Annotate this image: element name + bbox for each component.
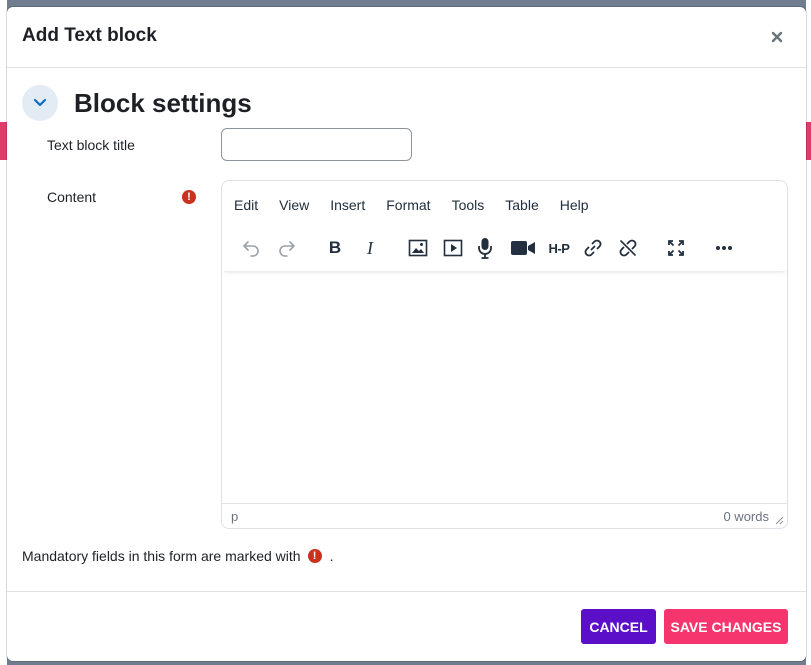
fullscreen-button[interactable] bbox=[661, 233, 691, 263]
bold-icon: B bbox=[328, 238, 342, 257]
more-icon bbox=[716, 246, 732, 250]
more-tools-button[interactable] bbox=[709, 233, 739, 263]
menu-table[interactable]: Table bbox=[505, 197, 539, 213]
insert-image-button[interactable] bbox=[403, 233, 433, 263]
background-banner-left bbox=[0, 122, 7, 160]
microphone-icon bbox=[478, 238, 492, 259]
content-editor: Edit View Insert Format Tools Table Help… bbox=[221, 180, 788, 529]
image-icon bbox=[408, 239, 428, 257]
modal-title: Add Text block bbox=[22, 25, 157, 46]
resize-handle-icon[interactable] bbox=[775, 516, 784, 525]
fullscreen-icon bbox=[668, 240, 684, 256]
unlink-icon bbox=[619, 239, 637, 257]
redo-icon bbox=[279, 241, 295, 257]
insert-media-button[interactable] bbox=[438, 233, 468, 263]
editor-menubar: Edit View Insert Format Tools Table Help bbox=[232, 197, 608, 213]
mandatory-fields-note: Mandatory fields in this form are marked… bbox=[22, 548, 333, 564]
h5p-icon: H-P bbox=[548, 240, 570, 256]
word-count[interactable]: 0 words bbox=[723, 509, 769, 524]
media-icon bbox=[443, 239, 463, 257]
menu-format[interactable]: Format bbox=[386, 197, 431, 213]
section-title: Block settings bbox=[74, 87, 252, 118]
required-icon: ! bbox=[307, 549, 322, 563]
mandatory-note-text: Mandatory fields in this form are marked… bbox=[22, 548, 301, 564]
menu-edit[interactable]: Edit bbox=[234, 197, 259, 213]
block-settings-header: Block settings bbox=[22, 85, 252, 121]
menu-insert[interactable]: Insert bbox=[330, 197, 366, 213]
link-icon bbox=[584, 239, 602, 257]
modal-footer: CANCEL SAVE CHANGES bbox=[7, 591, 806, 661]
redo-button[interactable] bbox=[272, 233, 302, 263]
background-page-strip-right bbox=[806, 0, 811, 665]
menu-view[interactable]: View bbox=[279, 197, 310, 213]
element-path[interactable]: p bbox=[231, 509, 239, 524]
undo-icon bbox=[243, 241, 259, 257]
menu-tools[interactable]: Tools bbox=[451, 197, 485, 213]
editor-toolbar: B I bbox=[222, 227, 787, 271]
chevron-down-icon bbox=[33, 98, 47, 107]
cancel-button[interactable]: CANCEL bbox=[581, 609, 656, 644]
close-icon bbox=[771, 31, 783, 43]
menu-help[interactable]: Help bbox=[559, 197, 589, 213]
close-button[interactable] bbox=[768, 25, 786, 47]
editor-content-area[interactable] bbox=[222, 271, 787, 503]
save-changes-button[interactable]: SAVE CHANGES bbox=[664, 609, 788, 644]
unlink-button[interactable] bbox=[613, 233, 643, 263]
content-label: Content bbox=[47, 189, 97, 205]
video-camera-icon bbox=[511, 241, 535, 255]
italic-button[interactable]: I bbox=[355, 233, 385, 263]
background-page-strip-left bbox=[0, 0, 7, 665]
mandatory-note-suffix: . bbox=[329, 548, 334, 564]
text-block-title-label: Text block title bbox=[47, 137, 135, 153]
modal-header: Add Text block bbox=[7, 7, 806, 68]
undo-button[interactable] bbox=[236, 233, 266, 263]
bold-button[interactable]: B bbox=[320, 233, 350, 263]
editor-statusbar: p 0 words bbox=[222, 503, 787, 528]
record-audio-button[interactable] bbox=[470, 233, 500, 263]
add-text-block-dialog: Add Text block Block settings Text block… bbox=[7, 7, 806, 661]
text-block-title-input[interactable] bbox=[221, 128, 412, 161]
insert-h5p-button[interactable]: H-P bbox=[542, 233, 576, 263]
insert-link-button[interactable] bbox=[578, 233, 608, 263]
required-icon: ! bbox=[182, 190, 196, 204]
italic-icon: I bbox=[367, 237, 373, 258]
record-video-button[interactable] bbox=[508, 233, 538, 263]
collapse-section-button[interactable] bbox=[22, 85, 58, 121]
background-banner-right bbox=[806, 122, 811, 160]
